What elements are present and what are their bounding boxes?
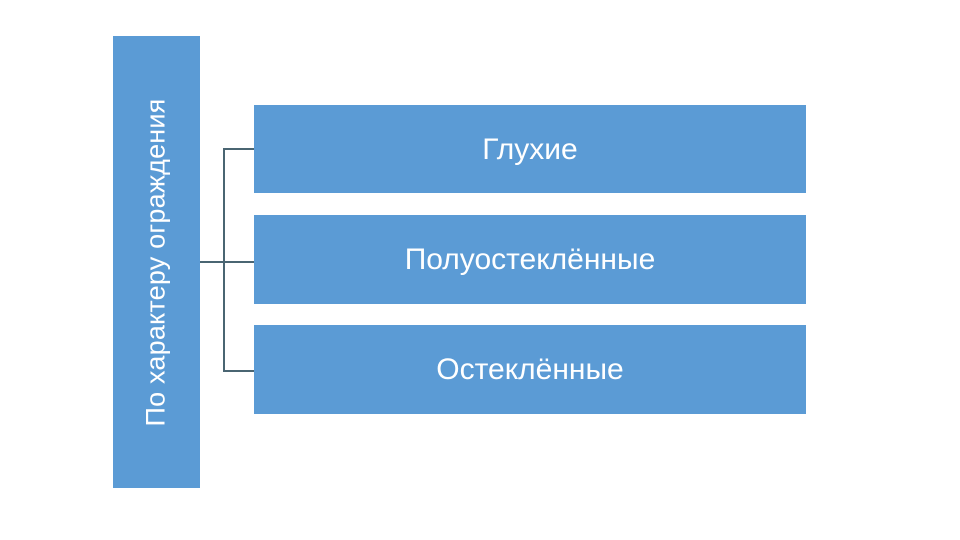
connector-trunk (223, 148, 225, 372)
root-category-bar[interactable]: По характеру ограждения (113, 36, 200, 488)
connector-branch-3 (223, 370, 255, 372)
branch-label-2: Полуостеклённые (404, 243, 656, 276)
connector-branch-1 (223, 148, 255, 150)
branch-box-2[interactable]: Полуостеклённые (254, 215, 806, 304)
branch-label-1: Глухие (482, 132, 578, 166)
branch-box-3[interactable]: Остеклённые (254, 325, 806, 414)
branch-label-3: Остеклённые (436, 353, 624, 386)
root-category-label: По характеру ограждения (141, 97, 171, 427)
branch-box-1[interactable]: Глухие (254, 105, 806, 193)
connector-stem (200, 261, 225, 263)
connector-branch-2 (223, 261, 255, 263)
